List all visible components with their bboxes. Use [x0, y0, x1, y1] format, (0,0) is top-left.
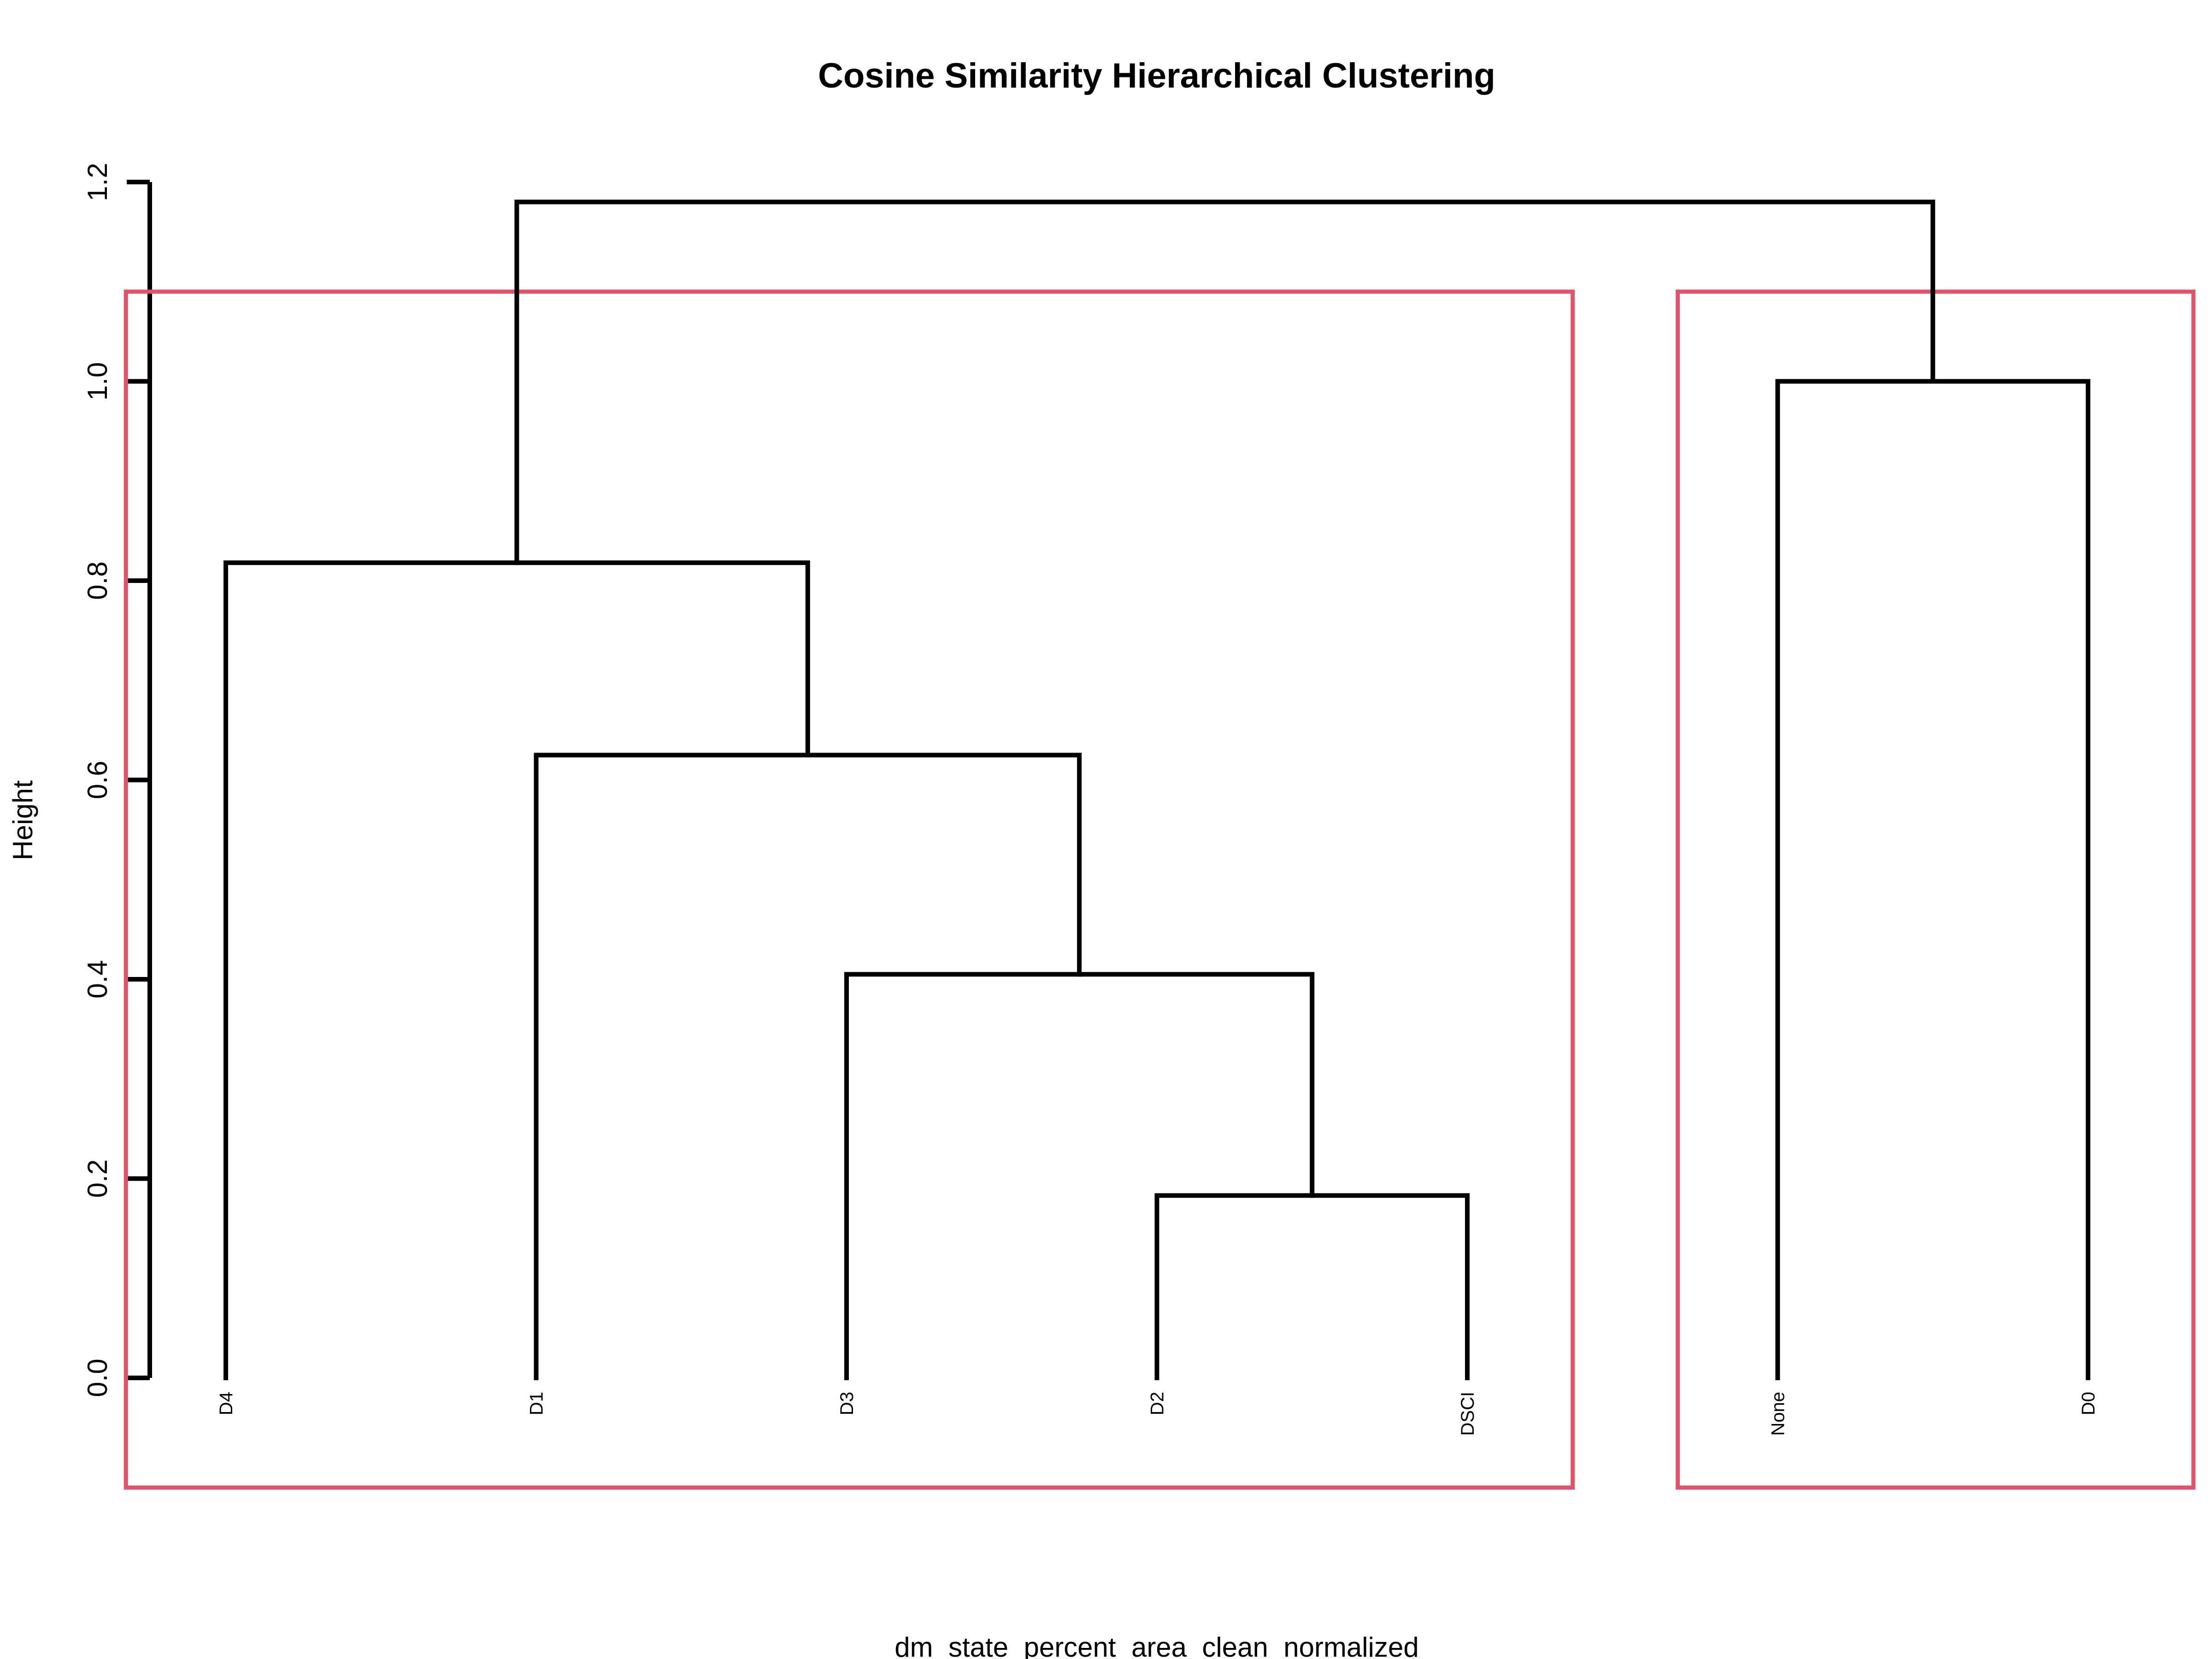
leaf-label-d2: D2 — [1147, 1392, 1168, 1415]
x-axis-label: dm_state_percent_area_clean_normalized — [894, 1632, 1418, 1659]
branch-m3 — [534, 753, 1082, 1380]
branch-m6 — [514, 200, 1936, 565]
leaf-label-none: None — [1768, 1392, 1788, 1436]
dendrogram-branches — [224, 200, 2090, 1380]
leaf-label-d1: D1 — [527, 1392, 547, 1415]
y-tick-label: 1.0 — [82, 362, 113, 400]
y-tick-label: 0.2 — [82, 1159, 113, 1198]
leaf-label-dsci: DSCI — [1458, 1392, 1478, 1436]
cluster-rect-1 — [124, 289, 1575, 1490]
leaf-labels: D4 D1 D3 D2 DSCI None D0 — [216, 1392, 2099, 1436]
leaf-label-d4: D4 — [216, 1392, 236, 1415]
y-tick-label: 0.0 — [82, 1359, 113, 1397]
branch-m1 — [1154, 1193, 1470, 1380]
branch-m2 — [844, 972, 1315, 1380]
cluster-rectangles — [124, 289, 2196, 1490]
y-tick-label: 0.4 — [82, 960, 113, 998]
y-axis-label: Height — [7, 780, 38, 860]
leaf-label-d0: D0 — [2078, 1392, 2099, 1415]
leaf-label-d3: D3 — [837, 1392, 857, 1415]
y-tick-label: 0.8 — [82, 561, 113, 600]
y-tick-label: 0.6 — [82, 761, 113, 799]
y-axis: 0.0 0.2 0.4 0.6 0.8 1.0 1.2 — [82, 163, 152, 1397]
y-tick-label: 1.2 — [82, 163, 113, 201]
branch-m4 — [224, 560, 810, 1380]
chart-title: Cosine Similarity Hierarchical Clusterin… — [818, 56, 1495, 95]
cluster-rect-2 — [1676, 289, 2196, 1490]
branch-m5 — [1775, 379, 2090, 1380]
